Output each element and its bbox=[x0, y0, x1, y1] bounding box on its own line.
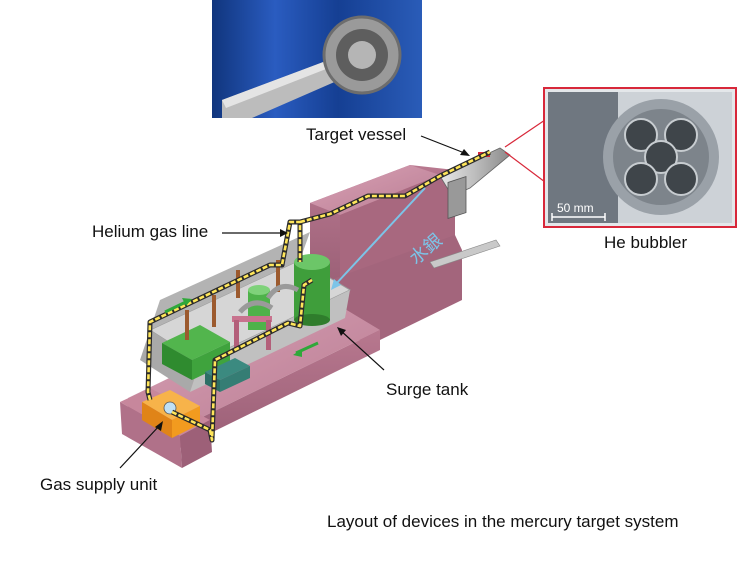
arrowhead-helium-line bbox=[280, 229, 288, 237]
shielding-block bbox=[310, 165, 462, 340]
arrowhead-target-vessel bbox=[460, 149, 470, 156]
leader-lines bbox=[119, 119, 546, 469]
helium-gas-line-label: Helium gas line bbox=[92, 222, 209, 241]
figure-caption: Layout of devices in the mercury target … bbox=[327, 512, 679, 531]
he-bubbler-photo bbox=[543, 87, 737, 228]
target-vessel-label: Target vessel bbox=[306, 125, 407, 144]
arrowhead-surge-tank bbox=[337, 327, 346, 336]
gas-supply-unit-label: Gas supply unit bbox=[40, 475, 158, 494]
support-rod bbox=[429, 239, 501, 269]
blue-arrow-icon bbox=[331, 187, 426, 290]
target-vessel-model bbox=[439, 147, 511, 219]
scale-bar-label: 50 mm bbox=[557, 201, 594, 215]
gas-supply-unit-box bbox=[142, 390, 200, 438]
surge-tank-label: Surge tank bbox=[386, 380, 469, 399]
he-bubbler-label: He bubbler bbox=[604, 233, 688, 252]
target-vessel-photo bbox=[212, 0, 422, 118]
green-arrow-icon bbox=[164, 298, 319, 357]
helium-gas-line bbox=[145, 149, 492, 443]
arrowhead-gas-supply bbox=[155, 421, 163, 431]
